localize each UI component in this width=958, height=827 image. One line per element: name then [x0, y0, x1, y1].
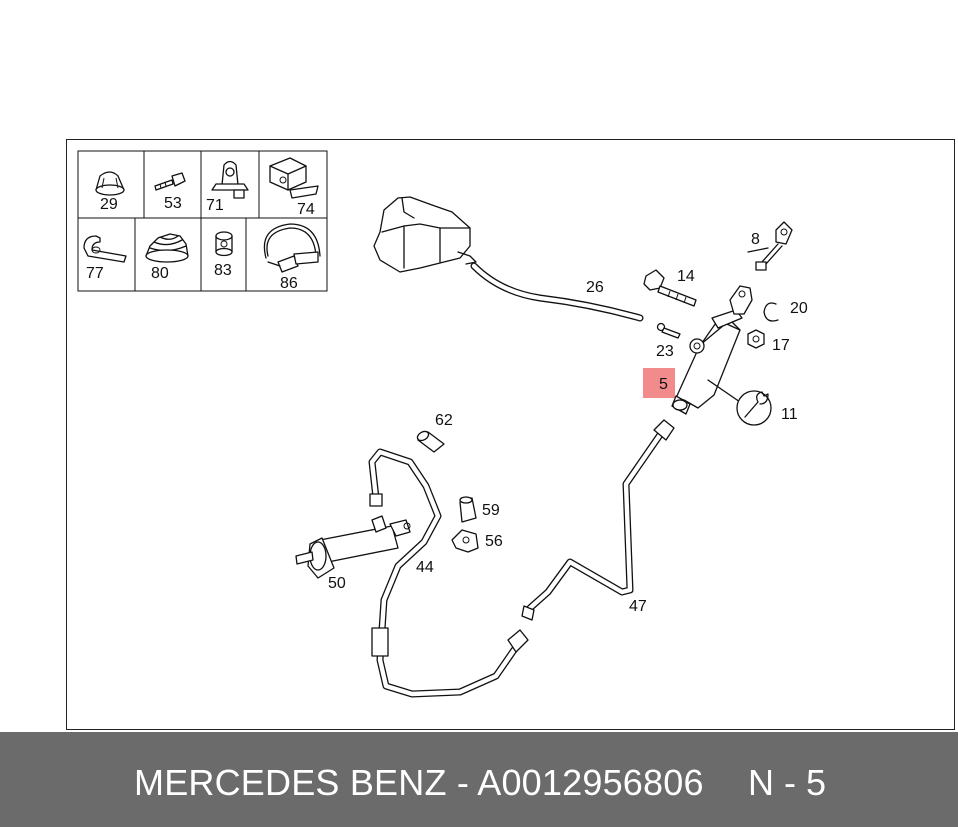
legend-grid: 29 53 71 74 77 [77, 150, 328, 292]
callout-62: 62 [435, 412, 453, 429]
bolt-icon [154, 172, 186, 191]
callout-44: 44 [416, 559, 434, 576]
legend-label-80: 80 [151, 265, 169, 282]
callout-56: 56 [485, 533, 503, 550]
pipe-bracket [451, 529, 479, 553]
callout-59: 59 [482, 502, 500, 519]
rubber-sleeve [416, 430, 445, 453]
callout-17: 17 [772, 337, 790, 354]
legend-label-86: 86 [280, 275, 298, 292]
pressure-line-44 [368, 448, 529, 698]
clip-icon [211, 160, 249, 199]
callout-5: 5 [659, 376, 668, 393]
callout-20: 20 [790, 300, 808, 317]
callout-47: 47 [629, 598, 647, 615]
pipe-cap [459, 496, 477, 523]
footer-title: MERCEDES BENZ - A0012956806 [134, 762, 704, 803]
fluid-reservoir [373, 196, 477, 273]
clamp-icon [83, 235, 127, 263]
mounting-bolt [643, 269, 697, 307]
callout-26: 26 [586, 279, 604, 296]
callout-14: 14 [677, 268, 695, 285]
grommet-icon [95, 171, 125, 196]
legend-label-74: 74 [297, 201, 315, 218]
legend-label-77: 77 [86, 265, 104, 282]
highlight-part-5 [643, 368, 675, 398]
legend-label-29: 29 [100, 196, 118, 213]
footer-bar: MERCEDES BENZ - A0012956806 N - 5 [0, 732, 958, 827]
small-screw [656, 322, 681, 339]
circlip [763, 302, 779, 322]
footer-code: N - 5 [748, 762, 827, 803]
callout-23: 23 [656, 343, 674, 360]
legend-label-83: 83 [214, 262, 232, 279]
clutch-slave-cylinder [295, 515, 411, 579]
clutch-master-cylinder [671, 285, 753, 415]
wrench-icon [736, 390, 772, 426]
hose-clamp-icon [263, 223, 321, 273]
bellows-icon [145, 233, 189, 263]
pressure-line-47 [521, 419, 675, 621]
bushing-icon [215, 231, 233, 257]
pushrod-fork [747, 221, 793, 271]
hex-nut [747, 329, 765, 349]
callout-11: 11 [781, 406, 798, 423]
legend-label-71: 71 [206, 197, 224, 214]
bracket-icon [269, 157, 319, 199]
callout-50: 50 [328, 575, 346, 592]
callout-8: 8 [751, 231, 760, 248]
reservoir-hose [470, 262, 644, 322]
diagram-frame [66, 139, 955, 730]
legend-label-53: 53 [164, 195, 182, 212]
